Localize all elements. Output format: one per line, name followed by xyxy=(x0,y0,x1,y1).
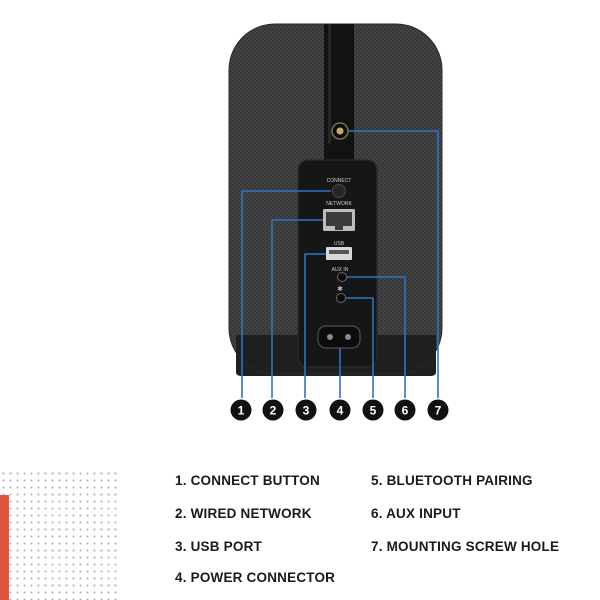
marker-4: 4 xyxy=(329,399,351,421)
mounting-screw-hole xyxy=(331,122,349,140)
legend-item-usb-port: 3. USB PORT xyxy=(175,539,262,554)
usb-port xyxy=(326,247,352,260)
legend-item-power-connector: 4. POWER CONNECTOR xyxy=(175,570,336,585)
legend-item-connect-button: 1. CONNECT BUTTON xyxy=(175,473,320,488)
callout-line-1 xyxy=(241,190,331,398)
marker-6: 6 xyxy=(394,399,416,421)
marker-1: 1 xyxy=(230,399,252,421)
callout-line-5 xyxy=(346,297,374,398)
bluetooth-pairing-button xyxy=(336,293,346,303)
dot-pattern-decoration xyxy=(0,470,118,600)
bluetooth-icon: ✱ xyxy=(337,285,343,293)
network-port-label: NETWORK xyxy=(326,201,352,207)
legend-item-mounting-screw-hole: 7. MOUNTING SCREW HOLE xyxy=(371,539,560,554)
network-port xyxy=(323,209,355,231)
svg-text:5: 5 xyxy=(370,404,377,418)
legend-item-aux-input: 6. AUX INPUT xyxy=(371,506,461,521)
svg-text:4: 4 xyxy=(337,404,344,418)
callout-line-2 xyxy=(271,219,323,398)
aux-port-label: AUX IN xyxy=(332,267,349,273)
svg-text:7: 7 xyxy=(435,404,442,418)
marker-5: 5 xyxy=(362,399,384,421)
callout-line-7 xyxy=(348,130,439,398)
svg-text:6: 6 xyxy=(402,404,409,418)
svg-text:1: 1 xyxy=(238,404,245,418)
marker-3: 3 xyxy=(295,399,317,421)
aux-input-jack xyxy=(337,272,347,282)
callout-line-6 xyxy=(347,276,406,398)
power-connector xyxy=(317,325,361,349)
svg-text:2: 2 xyxy=(270,404,277,418)
svg-text:3: 3 xyxy=(303,404,310,418)
connect-button xyxy=(332,184,346,198)
legend-item-bluetooth-pairing: 5. BLUETOOTH PAIRING xyxy=(371,473,533,488)
connector-panel xyxy=(297,159,378,368)
marker-7: 7 xyxy=(427,399,449,421)
usb-port-label: USB xyxy=(334,241,345,247)
accent-bar xyxy=(0,495,9,600)
legend-item-wired-network: 2. WIRED NETWORK xyxy=(175,506,312,521)
callout-line-3 xyxy=(304,253,326,398)
marker-2: 2 xyxy=(262,399,284,421)
connect-port-label: CONNECT xyxy=(327,178,352,184)
